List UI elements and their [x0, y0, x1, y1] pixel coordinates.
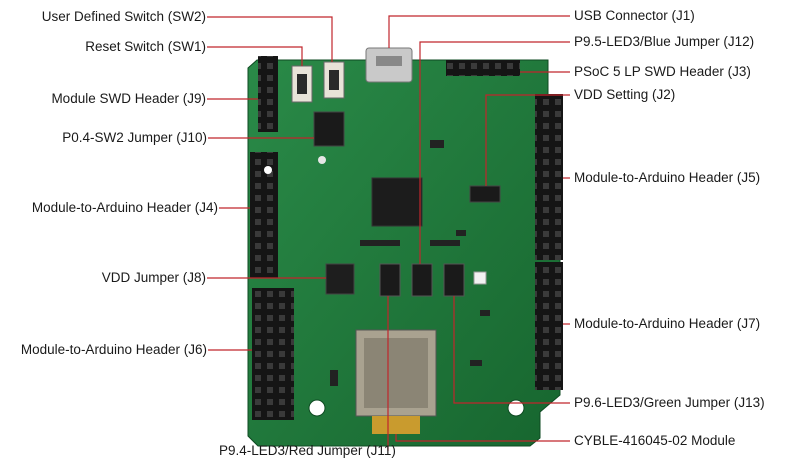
label-j1: USB Connector (J1) [574, 8, 695, 23]
leader-lines [207, 15, 570, 451]
label-j5: Module-to-Arduino Header (J5) [574, 170, 761, 185]
header-j9 [258, 56, 278, 132]
header-j3 [446, 60, 520, 76]
jumper-j11 [379, 263, 401, 297]
label-j6: Module-to-Arduino Header (J6) [20, 342, 207, 357]
rgb-led [473, 271, 487, 285]
label-j13: P9.6-LED3/Green Jumper (J13) [574, 395, 765, 410]
jumper-j2 [469, 185, 501, 203]
header-j5 [535, 94, 563, 260]
label-j7: Module-to-Arduino Header (J7) [574, 316, 761, 331]
psoc5-chip [371, 177, 423, 227]
label-j11: P9.4-LED3/Red Jumper (J11) [219, 443, 396, 458]
label-sw1: Reset Switch (SW1) [85, 39, 206, 54]
mount-hole [318, 156, 326, 164]
header-j4 [250, 152, 278, 278]
header-j6 [252, 288, 294, 420]
jumper-j8 [325, 263, 355, 295]
jumper-j10 [313, 111, 345, 147]
mount-hole [264, 166, 272, 174]
label-j4: Module-to-Arduino Header (J4) [31, 200, 218, 215]
label-module: CYBLE-416045-02 Module [574, 433, 736, 448]
header-j7 [535, 262, 563, 390]
mount-hole [308, 399, 326, 417]
mount-hole [507, 399, 525, 417]
jumper-j13 [443, 263, 465, 297]
label-j8: VDD Jumper (J8) [101, 270, 206, 285]
label-j3: PSoC 5 LP SWD Header (J3) [574, 64, 751, 79]
module-antenna [372, 416, 420, 434]
label-j2: VDD Setting (J2) [574, 87, 676, 102]
label-j9: Module SWD Header (J9) [51, 91, 206, 106]
label-sw2: User Defined Switch (SW2) [41, 9, 206, 24]
pcb-board [247, 59, 561, 447]
label-j12: P9.5-LED3/Blue Jumper (J12) [574, 34, 755, 49]
label-j10: P0.4-SW2 Jumper (J10) [62, 130, 207, 145]
jumper-j12 [411, 263, 433, 297]
